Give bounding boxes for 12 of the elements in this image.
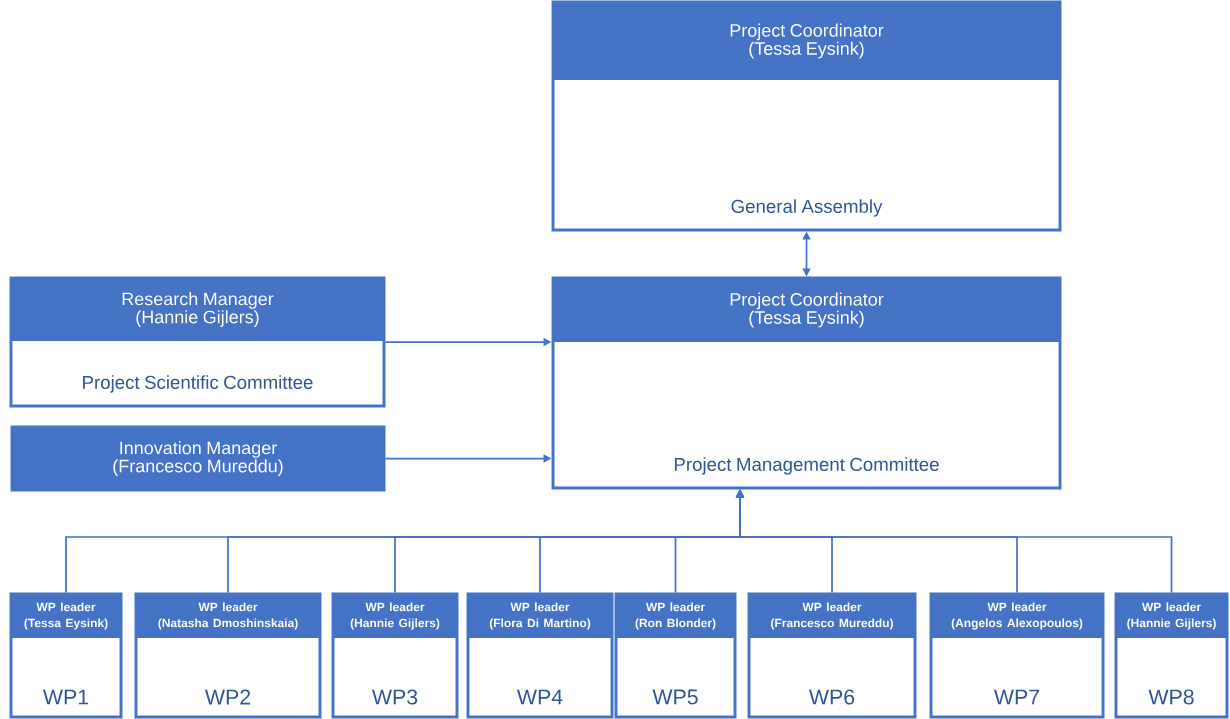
org-box: Project Coordinator (Tessa Eysink) Project Management Committee	[551, 276, 1062, 490]
org-box: WP leader (Hannie Gijlers) WP3	[331, 592, 459, 719]
org-box: WP leader (Tessa Eysink) WP1	[9, 592, 123, 719]
org-box: WP leader (Angelos Alexopoulos) WP7	[929, 592, 1105, 719]
org-box: WP leader (Flora Di Martino) WP4	[466, 592, 614, 719]
org-box: Innovation Manager (Francesco Mureddu)	[10, 425, 386, 492]
org-box: WP leader (Ron Blonder) WP5	[614, 592, 737, 719]
org-box: Research Manager (Hannie Gijlers) Project Scientific Committee	[9, 276, 386, 408]
org-box: WP leader (Natasha Dmoshinskaia) WP2	[134, 592, 322, 719]
org-box: WP leader (Hannie Gijlers) WP8	[1114, 592, 1229, 719]
org-box: Project Coordinator (Tessa Eysink) General Assembly	[551, 0, 1062, 232]
org-box: WP leader (Francesco Mureddu) WP6	[747, 592, 917, 719]
